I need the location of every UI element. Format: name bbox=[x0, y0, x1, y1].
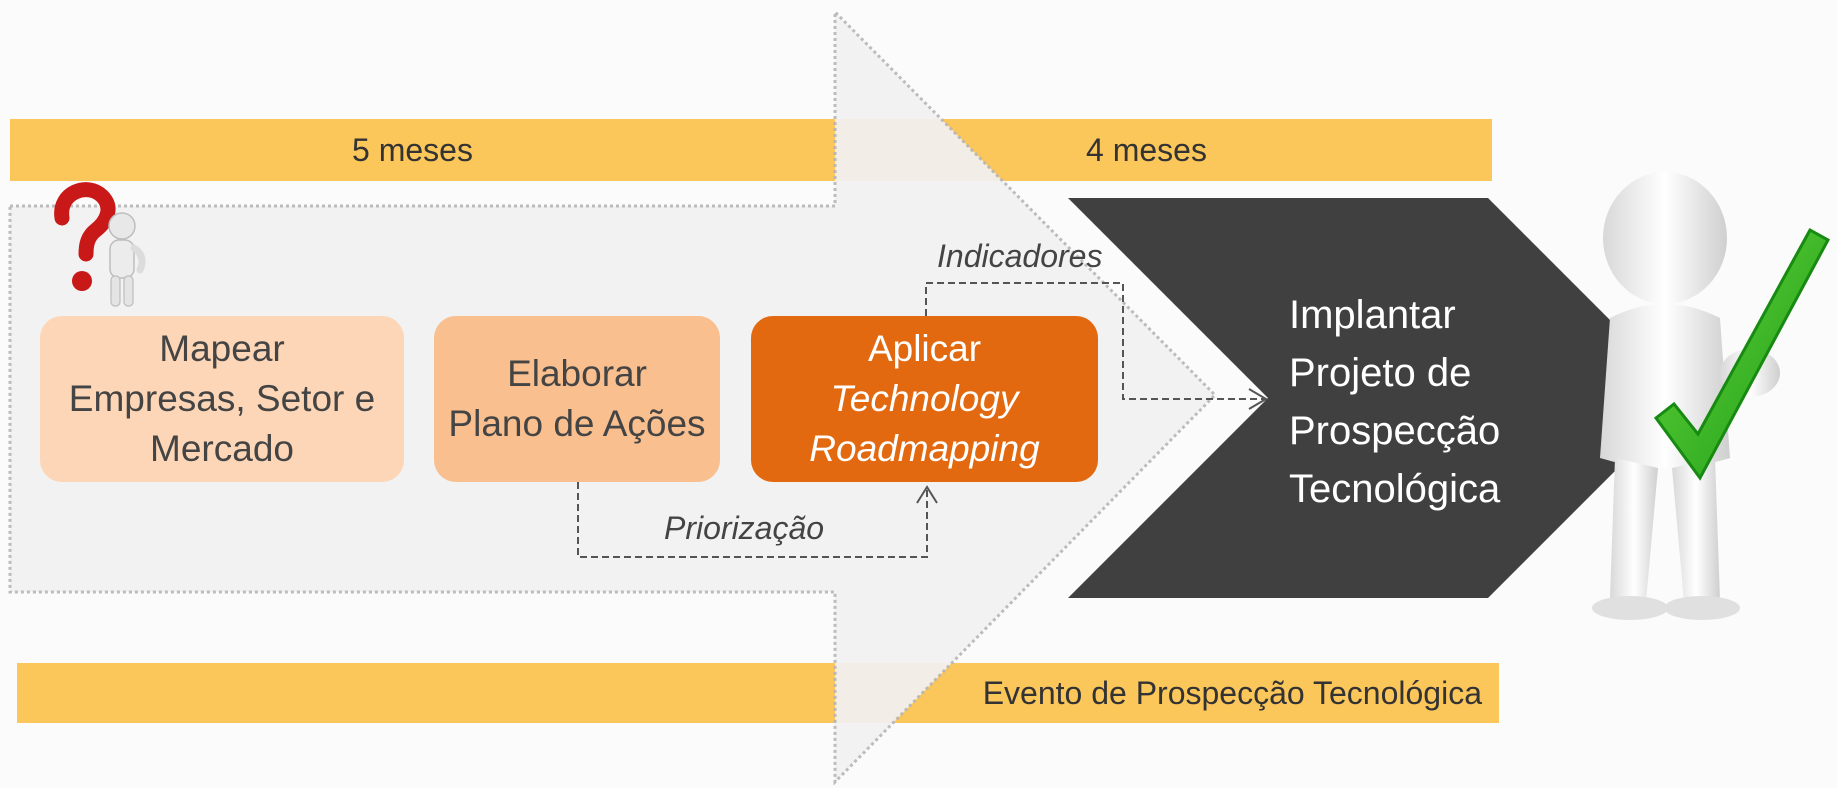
indicadores-label: Indicadores bbox=[937, 238, 1103, 274]
question-mark-figure-icon bbox=[54, 182, 146, 307]
indicadores-arrowhead bbox=[1248, 388, 1268, 410]
priorizacao-connector bbox=[577, 482, 928, 558]
step-aplicar: Aplicar Technology Roadmapping bbox=[751, 316, 1098, 482]
indicadores-connector bbox=[925, 282, 1264, 400]
step-aplicar-line-3: Roadmapping bbox=[809, 428, 1040, 469]
step-mapear-line-2: Empresas, Setor e bbox=[68, 378, 376, 419]
step-elaborar-line-2: Plano de Ações bbox=[448, 403, 706, 444]
timeline-label-4-meses: 4 meses bbox=[1086, 131, 1207, 168]
goal-chevron bbox=[1068, 198, 1688, 598]
goal-line-1: Implantar bbox=[1289, 293, 1456, 337]
step-aplicar-line-2: Technology bbox=[830, 378, 1019, 419]
step-mapear: Mapear Empresas, Setor e Mercado bbox=[40, 316, 404, 482]
timeline-band-bottom: Evento de Prospecção Tecnológica bbox=[17, 663, 1499, 723]
step-elaborar: Elaborar Plano de Ações bbox=[434, 316, 720, 482]
priorizacao-arrowhead bbox=[916, 485, 938, 504]
step-aplicar-line-1: Aplicar bbox=[867, 328, 982, 369]
event-label: Evento de Prospecção Tecnológica bbox=[982, 674, 1482, 711]
goal-text: Implantar Projeto de Prospecção Tecnológ… bbox=[1289, 286, 1500, 518]
timeline-label-5-meses: 5 meses bbox=[352, 131, 473, 168]
goal-line-3: Prospecção bbox=[1289, 409, 1501, 453]
check-mark-figure-icon bbox=[1592, 172, 1831, 620]
step-mapear-line-3: Mercado bbox=[150, 428, 294, 469]
step-mapear-line-1: Mapear bbox=[159, 328, 285, 369]
goal-line-2: Projeto de bbox=[1289, 351, 1472, 395]
timeline-band-top-left: 5 meses bbox=[10, 119, 835, 181]
goal-line-4: Tecnológica bbox=[1289, 467, 1501, 511]
step-elaborar-line-1: Elaborar bbox=[507, 353, 647, 394]
priorizacao-label: Priorização bbox=[664, 510, 825, 546]
